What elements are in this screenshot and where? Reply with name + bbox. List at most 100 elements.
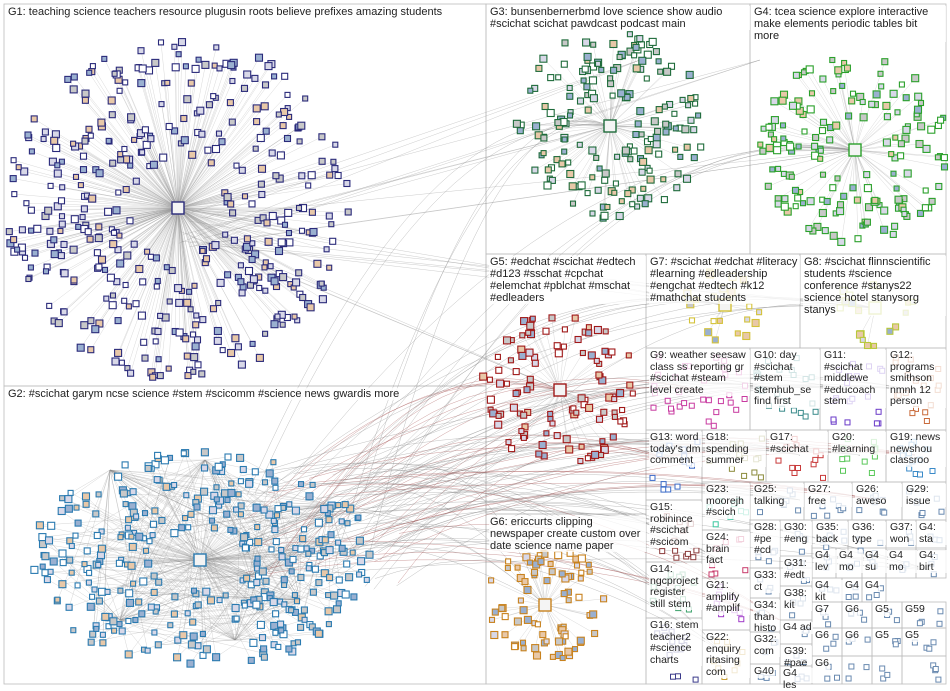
node xyxy=(81,206,87,212)
node xyxy=(542,104,548,110)
node xyxy=(171,530,178,537)
node xyxy=(23,255,28,260)
node xyxy=(937,621,942,626)
node xyxy=(316,580,322,586)
node xyxy=(273,539,279,545)
node xyxy=(275,314,280,319)
node xyxy=(336,503,341,508)
node xyxy=(678,154,683,159)
node xyxy=(820,128,826,134)
node xyxy=(109,302,116,309)
node xyxy=(71,216,78,223)
node xyxy=(673,548,678,553)
node xyxy=(579,444,584,449)
node xyxy=(889,152,894,157)
node xyxy=(610,93,615,98)
node xyxy=(105,589,110,594)
node xyxy=(238,361,245,368)
node xyxy=(212,242,219,249)
node xyxy=(838,238,845,245)
group-label-g32: G32: com xyxy=(753,634,780,657)
node xyxy=(686,71,693,78)
node xyxy=(39,534,46,541)
node xyxy=(299,173,305,179)
node xyxy=(674,185,680,191)
node xyxy=(647,176,654,183)
node xyxy=(757,310,762,315)
node xyxy=(630,391,635,396)
node xyxy=(853,594,858,599)
node xyxy=(938,609,943,614)
node xyxy=(328,532,334,538)
node xyxy=(601,409,607,415)
node xyxy=(208,160,214,166)
node xyxy=(188,511,194,517)
node xyxy=(819,210,826,217)
node xyxy=(811,513,816,518)
node xyxy=(304,546,309,551)
node xyxy=(549,569,555,575)
node xyxy=(830,232,837,239)
hub-node xyxy=(194,554,206,566)
node xyxy=(728,400,733,405)
node xyxy=(356,537,363,544)
node xyxy=(192,65,199,72)
node xyxy=(812,143,818,149)
node xyxy=(831,417,836,422)
node xyxy=(65,505,72,512)
node xyxy=(187,289,192,294)
node xyxy=(745,317,750,322)
node xyxy=(136,599,142,605)
node xyxy=(865,343,871,349)
node xyxy=(273,485,278,490)
node xyxy=(273,630,278,635)
node xyxy=(601,596,607,602)
node xyxy=(279,548,284,553)
node xyxy=(285,136,291,142)
node xyxy=(653,141,660,148)
node xyxy=(625,191,631,197)
node xyxy=(601,212,608,219)
node xyxy=(285,92,290,97)
node xyxy=(238,263,243,268)
node xyxy=(326,547,333,554)
node xyxy=(789,174,794,179)
node xyxy=(82,138,88,144)
node xyxy=(225,498,230,503)
node xyxy=(129,543,136,550)
node xyxy=(227,100,233,106)
node xyxy=(575,337,581,343)
node xyxy=(527,322,534,329)
node xyxy=(306,551,311,556)
node xyxy=(935,155,940,160)
node xyxy=(342,502,348,508)
node xyxy=(572,315,578,321)
node xyxy=(563,634,568,639)
node xyxy=(662,104,667,109)
group-label-g8: G8: #scichat flinnscientific students #s… xyxy=(803,256,946,316)
node xyxy=(262,265,267,270)
node xyxy=(174,654,181,661)
node xyxy=(902,212,907,217)
node xyxy=(289,569,294,574)
node xyxy=(760,148,766,154)
node xyxy=(339,545,345,551)
node xyxy=(790,613,795,618)
node xyxy=(306,183,311,188)
node xyxy=(115,473,122,480)
node xyxy=(770,167,775,172)
node xyxy=(99,256,106,263)
node xyxy=(333,142,338,147)
hub-node xyxy=(849,144,861,156)
node xyxy=(846,676,851,681)
node xyxy=(249,201,255,207)
node xyxy=(562,149,567,154)
node xyxy=(358,558,365,565)
node xyxy=(67,538,73,544)
node xyxy=(166,366,171,371)
edge xyxy=(178,139,288,209)
node xyxy=(102,56,107,61)
node xyxy=(586,404,593,411)
node xyxy=(217,598,222,603)
node xyxy=(918,472,923,477)
